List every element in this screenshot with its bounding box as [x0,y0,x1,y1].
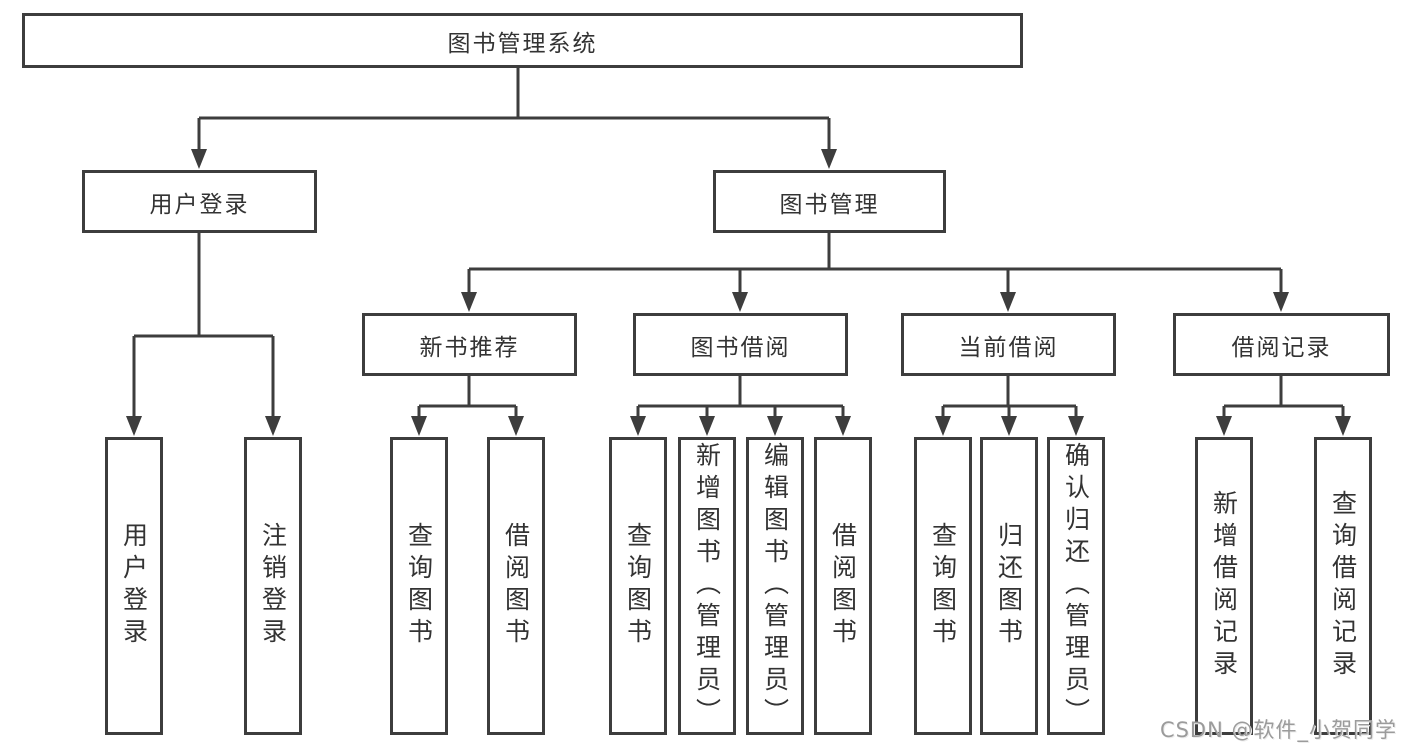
arrowhead-icon [126,416,142,436]
arrowhead-icon [699,416,715,436]
arrowhead-icon [265,416,281,436]
arrowhead-icon [821,149,837,169]
leaf-rec-query-books: 查询图书 [390,437,448,735]
node-label: 图书管理系统 [447,30,598,57]
arrowhead-icon [732,292,748,312]
node-label: 新增图书（管理员） [692,442,722,730]
leaf-rec-borrow-books: 借阅图书 [487,437,545,735]
node-label: 用户登录 [149,191,250,218]
arrowhead-icon [1335,416,1351,436]
connector-lines [132,68,1345,422]
node-label: 查询图书 [623,522,653,650]
node-book-borrowing: 图书借阅 [633,313,848,376]
node-label: 确认归还（管理员） [1061,442,1091,730]
arrowhead-icon [1068,416,1084,436]
leaf-current-return-books: 归还图书 [980,437,1038,735]
leaf-record-add: 新增借阅记录 [1195,437,1253,735]
leaf-current-confirm-return: 确认归还（管理员） [1047,437,1105,735]
leaf-borrow-borrow-books: 借阅图书 [814,437,872,735]
node-label: 注销登录 [258,522,288,650]
node-label: 归还图书 [994,522,1024,650]
leaf-current-query-books: 查询图书 [914,437,972,735]
node-label: 当前借阅 [958,334,1059,361]
node-new-book-recommend: 新书推荐 [362,313,577,376]
node-label: 新增借阅记录 [1209,490,1239,682]
node-label: 查询借阅记录 [1328,490,1358,682]
node-label: 借阅记录 [1231,334,1332,361]
node-user-login: 用户登录 [82,170,317,233]
leaf-user-login: 用户登录 [105,437,163,735]
leaf-borrow-query-books: 查询图书 [609,437,667,735]
node-label: 借阅图书 [501,522,531,650]
node-book-management: 图书管理 [713,170,946,233]
node-current-borrowing: 当前借阅 [901,313,1116,376]
node-label: 查询图书 [928,522,958,650]
leaf-logout: 注销登录 [244,437,302,735]
arrowhead-icon [411,416,427,436]
node-label: 查询图书 [404,522,434,650]
leaf-borrow-add-books: 新增图书（管理员） [678,437,736,735]
leaf-record-query: 查询借阅记录 [1314,437,1372,735]
arrowhead-icon [1216,416,1232,436]
node-label: 编辑图书（管理员） [760,442,790,730]
node-label: 借阅图书 [828,522,858,650]
csdn-watermark: CSDN @软件_小贺同学 [1159,718,1397,742]
node-label: 新书推荐 [419,334,520,361]
arrowhead-icon [630,416,646,436]
node-root-system: 图书管理系统 [22,13,1023,68]
node-label: 图书管理 [779,191,880,218]
arrowhead-icon [508,416,524,436]
arrowhead-icon [835,416,851,436]
arrowhead-icon [935,416,951,436]
leaf-borrow-edit-books: 编辑图书（管理员） [746,437,804,735]
node-borrow-records: 借阅记录 [1173,313,1390,376]
arrowhead-icon [191,149,207,169]
arrowhead-icon [1273,292,1289,312]
arrowhead-icon [767,416,783,436]
arrowhead-icon [1001,416,1017,436]
arrowhead-icon [1000,292,1016,312]
node-label: 图书借阅 [690,334,791,361]
node-label: 用户登录 [119,522,149,650]
arrowhead-icon [461,292,477,312]
